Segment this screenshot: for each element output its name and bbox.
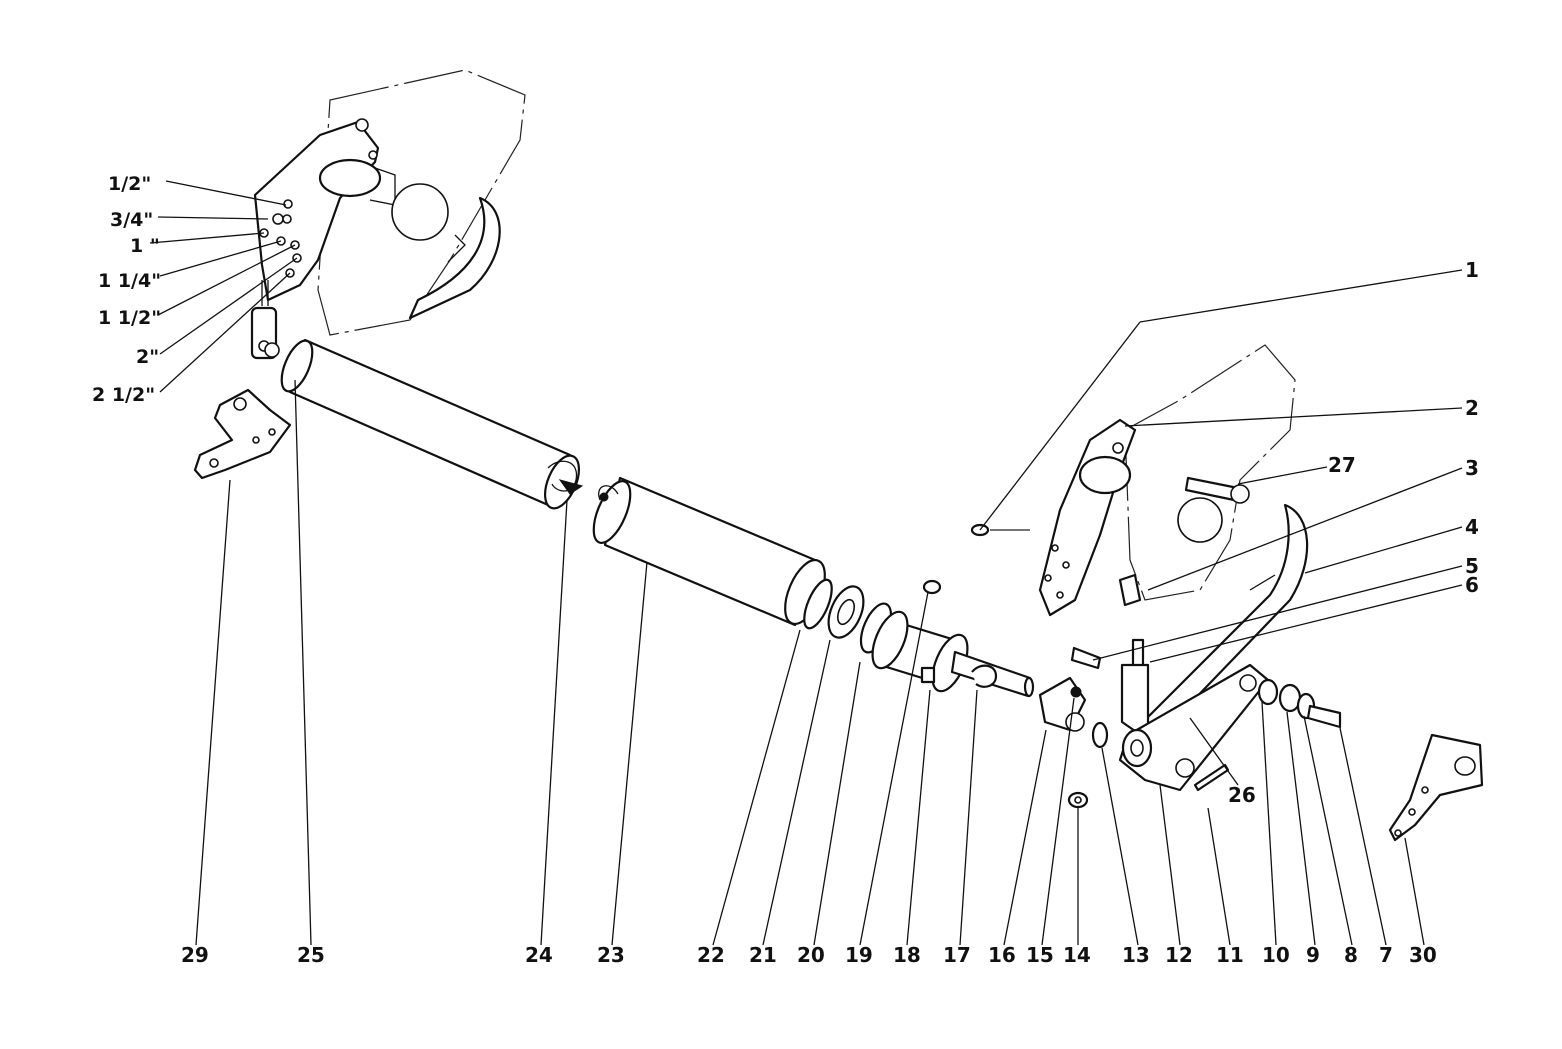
part-callout-16: 16 xyxy=(988,943,1016,967)
right-roller-tube xyxy=(592,476,826,627)
part-number-callouts: 1 2 3 4 5 6 27 26 29 25 24 23 22 21 20 1… xyxy=(181,258,1479,967)
part-callout-30: 30 xyxy=(1409,943,1437,967)
part-callout-17: 17 xyxy=(943,943,971,967)
part-callout-18: 18 xyxy=(893,943,921,967)
part-callout-9: 9 xyxy=(1306,943,1320,967)
right-side-plate-assembly xyxy=(970,344,1342,792)
part-callout-21: 21 xyxy=(749,943,777,967)
part-callout-6: 6 xyxy=(1465,573,1479,597)
bracket-29 xyxy=(193,388,292,480)
part-callout-12: 12 xyxy=(1165,943,1193,967)
part-callout-13: 13 xyxy=(1122,943,1150,967)
part-callout-14: 14 xyxy=(1063,943,1091,967)
part-callout-5: 5 xyxy=(1465,554,1479,578)
part-callout-2: 2 xyxy=(1465,396,1479,420)
part-callout-27: 27 xyxy=(1328,453,1356,477)
part-callout-22: 22 xyxy=(697,943,725,967)
part-callout-29: 29 xyxy=(181,943,209,967)
part-callout-23: 23 xyxy=(597,943,625,967)
part-callout-19: 19 xyxy=(845,943,873,967)
part-callout-20: 20 xyxy=(797,943,825,967)
height-setting-labels: 1/2" 3/4" 1 " 1 1/4" 1 1/2" 2" 2 1/2" xyxy=(92,173,161,406)
part-callout-15: 15 xyxy=(1026,943,1054,967)
height-label-1: 1 " xyxy=(130,235,160,257)
height-label-1-1-2: 1 1/2" xyxy=(98,307,161,329)
shaft-components xyxy=(803,578,1109,809)
part-callout-8: 8 xyxy=(1344,943,1358,967)
part-callout-25: 25 xyxy=(297,943,325,967)
leader-lines xyxy=(149,180,1463,946)
part-callout-4: 4 xyxy=(1465,515,1479,539)
part-callout-26: 26 xyxy=(1228,783,1256,807)
part-callout-1: 1 xyxy=(1465,258,1479,282)
part-callout-3: 3 xyxy=(1465,456,1479,480)
height-label-3-4: 3/4" xyxy=(110,209,153,231)
height-label-2: 2" xyxy=(136,346,159,368)
part-callout-10: 10 xyxy=(1262,943,1290,967)
part-callout-11: 11 xyxy=(1216,943,1244,967)
bracket-30 xyxy=(1388,733,1484,842)
height-label-1-2: 1/2" xyxy=(108,173,151,195)
part-callout-24: 24 xyxy=(525,943,553,967)
left-side-plate-assembly xyxy=(250,69,526,360)
height-label-1-1-4: 1 1/4" xyxy=(98,270,161,292)
part-callout-7: 7 xyxy=(1379,943,1393,967)
left-roller-tube xyxy=(264,338,584,510)
height-label-2-1-2: 2 1/2" xyxy=(92,384,155,406)
